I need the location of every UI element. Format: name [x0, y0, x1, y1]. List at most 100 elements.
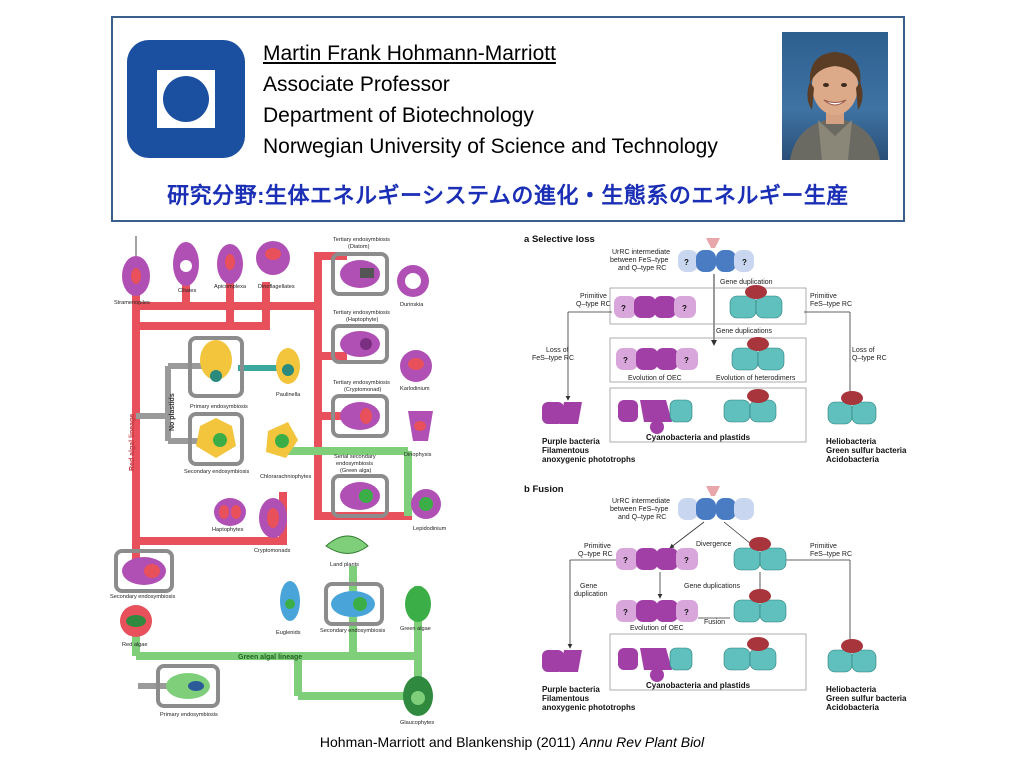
label-cryptomonads: Cryptomonads [254, 548, 291, 554]
euglenids-cell [280, 581, 300, 621]
green-lineage-label: Green algal lineage [238, 654, 302, 661]
person-institution: Norwegian University of Science and Tech… [263, 135, 718, 158]
panel-b: b Fusion UrRC intermediate between FeS–t… [524, 484, 907, 712]
label-haptophytes: Haptophytes [212, 527, 244, 533]
svg-text:?: ? [682, 304, 687, 313]
svg-text:Fusion: Fusion [704, 619, 725, 626]
label-tertiary-diatom-sub: (Diatom) [348, 244, 370, 250]
label-secondary-endo: Secondary endosymbiosis [184, 469, 249, 475]
svg-text:between FeS–type: between FeS–type [610, 506, 668, 513]
paulinella-cell [276, 348, 300, 384]
red-lineage-label: Red algal lineage [129, 414, 136, 471]
svg-text:?: ? [623, 356, 628, 365]
label-serial-1: Serial secondary [334, 454, 376, 460]
label-serial-3: (Green alga) [340, 468, 372, 474]
label-tertiary-crypto: Tertiary endosymbiosis [333, 380, 390, 386]
svg-text:Purple bacteria: Purple bacteria [542, 685, 600, 694]
label-red-algae: Red algae [122, 642, 148, 648]
chlorarachniophytes-cell [266, 422, 298, 458]
apicomplexa-cell [217, 244, 243, 284]
svg-text:FeS–type RC: FeS–type RC [810, 551, 852, 558]
svg-text:?: ? [742, 258, 747, 267]
red-algae-cell [120, 605, 152, 637]
svg-text:Filamentous: Filamentous [542, 694, 590, 703]
svg-text:Green sulfur bacteria: Green sulfur bacteria [826, 446, 907, 455]
svg-text:anoxygenic phototrophs: anoxygenic phototrophs [542, 703, 636, 712]
svg-text:Cyanobacteria and plastids: Cyanobacteria and plastids [646, 681, 751, 690]
svg-text:?: ? [684, 556, 689, 565]
svg-text:?: ? [684, 258, 689, 267]
citation: Hohman-Marriott and Blankenship (2011) A… [0, 734, 1024, 750]
label-tertiary-diatom: Tertiary endosymbiosis [333, 237, 390, 243]
svg-text:?: ? [623, 608, 628, 617]
label-stramenopiles: Stramenopiles [114, 300, 150, 306]
label-serial-2: endosymbiosis [336, 461, 373, 467]
person-info: Martin Frank Hohmann-Marriott Associate … [263, 38, 718, 162]
svg-text:Q–type RC: Q–type RC [576, 301, 611, 308]
portrait-photo [782, 32, 888, 160]
karlodinium-cell [400, 350, 432, 382]
endosymbiosis-tree-svg: Red algal lineage No plastids Green alga… [110, 236, 447, 726]
svg-text:Primitive: Primitive [580, 293, 607, 300]
svg-text:Primitive: Primitive [584, 543, 611, 550]
label-tertiary-hapto: Tertiary endosymbiosis [333, 310, 390, 316]
svg-text:Evolution of OEC: Evolution of OEC [630, 625, 684, 632]
haptophytes-cell [214, 498, 246, 526]
durinskia-cell [397, 265, 429, 297]
svg-text:UrRC intermediate: UrRC intermediate [612, 498, 670, 505]
ciliates-cell [173, 242, 199, 286]
endosymbiosis-tree: Red algal lineage No plastids Green alga… [108, 226, 453, 726]
svg-text:and Q–type RC: and Q–type RC [618, 514, 666, 521]
label-euglenids: Euglenids [276, 630, 301, 636]
svg-text:b Fusion: b Fusion [524, 484, 564, 495]
svg-text:FeS–type RC: FeS–type RC [532, 355, 574, 362]
label-durinskia: Durinskia [400, 302, 424, 308]
no-plastids-label: No plastids [169, 393, 176, 431]
green-algae-cell [405, 586, 431, 622]
svg-text:?: ? [623, 556, 628, 565]
svg-text:Acidobacteria: Acidobacteria [826, 703, 879, 712]
label-apicomplexa: Apicomplexa [214, 284, 247, 290]
svg-text:?: ? [621, 304, 626, 313]
rc-evolution-scheme: a Selective loss UrRC intermediate betwe… [520, 230, 920, 720]
svg-text:Purple bacteria: Purple bacteria [542, 437, 600, 446]
svg-text:Gene: Gene [580, 583, 597, 590]
svg-text:Q–type RC: Q–type RC [852, 355, 887, 362]
rc-evolution-svg: a Selective loss UrRC intermediate betwe… [524, 234, 907, 712]
label-dinophysis: Dinophysis [404, 452, 432, 458]
label-tertiary-crypto-sub: (Cryptomonad) [344, 387, 381, 393]
person-position: Associate Professor [263, 73, 450, 96]
svg-text:Gene duplication: Gene duplication [720, 279, 773, 286]
svg-text:a Selective loss: a Selective loss [524, 234, 595, 245]
svg-text:Gene duplications: Gene duplications [716, 328, 773, 335]
person-department: Department of Biotechnology [263, 104, 534, 127]
label-primary-endo-2: Primary endosymbiosis [160, 712, 218, 718]
svg-text:Green sulfur bacteria: Green sulfur bacteria [826, 694, 907, 703]
dinophysis-cell [408, 411, 433, 441]
svg-text:Divergence: Divergence [696, 541, 732, 548]
svg-text:and Q–type RC: and Q–type RC [618, 265, 666, 272]
label-tertiary-hapto-sub: (Haptophyte) [346, 317, 378, 323]
glaucophytes-cell [403, 676, 433, 716]
university-logo [127, 40, 245, 158]
svg-text:Evolution of heterodimers: Evolution of heterodimers [716, 375, 796, 382]
svg-text:Filamentous: Filamentous [542, 446, 590, 455]
panel-a: a Selective loss UrRC intermediate betwe… [524, 234, 907, 464]
label-glaucophytes: Glaucophytes [400, 720, 434, 726]
label-ciliates: Ciliates [178, 288, 197, 294]
land-plants-leaf [325, 535, 369, 554]
svg-text:Cyanobacteria and plastids: Cyanobacteria and plastids [646, 433, 751, 442]
cryptomonads-cell [259, 498, 287, 538]
label-dinoflagellates: Dinoflagellates [258, 284, 295, 290]
person-name[interactable]: Martin Frank Hohmann-Marriott [263, 42, 556, 65]
svg-text:Q–type RC: Q–type RC [578, 551, 613, 558]
header-card: Martin Frank Hohmann-Marriott Associate … [111, 16, 905, 222]
label-chlorarachniophytes: Chlorarachniophytes [260, 474, 312, 480]
label-paulinella: Paulinella [276, 392, 301, 398]
label-secondary-endo-2: Secondary endosymbiosis [110, 594, 175, 600]
svg-text:?: ? [684, 608, 689, 617]
label-land-plants: Land plants [330, 562, 359, 568]
svg-text:Evolution of OEC: Evolution of OEC [628, 375, 682, 382]
svg-text:Acidobacteria: Acidobacteria [826, 455, 879, 464]
lepidodinium-cell [411, 489, 441, 519]
